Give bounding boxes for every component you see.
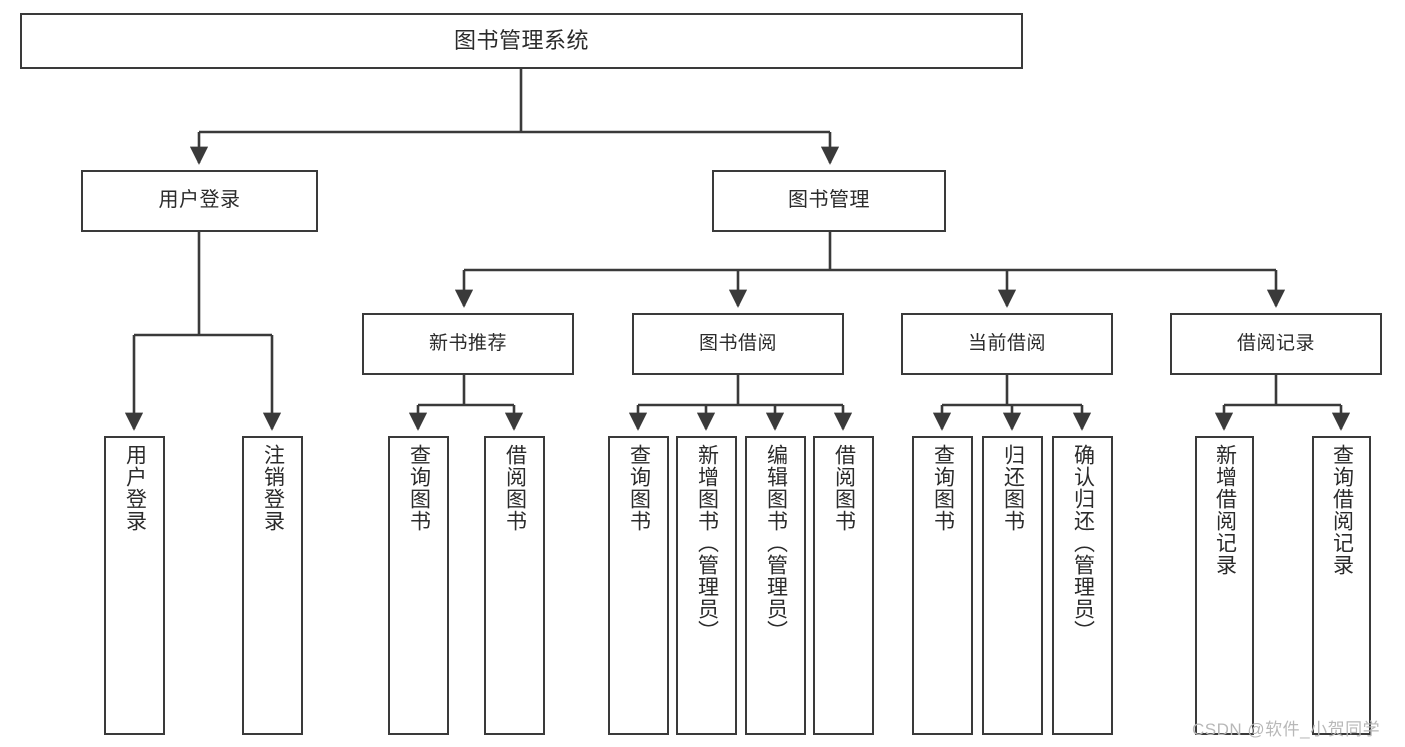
node-book-manage[interactable]: 图书管理 [712,170,946,232]
node-leaf-confirm-return[interactable]: 确认归还（管理员） [1052,436,1113,735]
node-leaf-add-record-label: 新增借阅记录 [1213,444,1237,576]
node-leaf-logout-login-label: 注销登录 [261,444,285,532]
node-leaf-query-book-2-label: 查询图书 [627,444,651,532]
node-leaf-logout-login[interactable]: 注销登录 [242,436,303,735]
node-leaf-borrow-book-1[interactable]: 借阅图书 [484,436,545,735]
node-leaf-add-book[interactable]: 新增图书（管理员） [676,436,737,735]
node-root[interactable]: 图书管理系统 [20,13,1023,69]
node-root-label: 图书管理系统 [453,28,589,54]
node-leaf-borrow-book-2[interactable]: 借阅图书 [813,436,874,735]
node-user-login[interactable]: 用户登录 [81,170,318,232]
node-new-book-recommend[interactable]: 新书推荐 [362,313,574,375]
node-leaf-confirm-return-label: 确认归还（管理员） [1071,444,1095,642]
node-leaf-add-record[interactable]: 新增借阅记录 [1195,436,1254,735]
node-leaf-query-book-1[interactable]: 查询图书 [388,436,449,735]
node-current-borrow-label: 当前借阅 [967,332,1046,354]
node-book-manage-label: 图书管理 [788,189,870,212]
csdn-watermark: CSDN @软件_小贺同学 [1192,720,1381,739]
node-leaf-query-book-2[interactable]: 查询图书 [608,436,669,735]
node-leaf-edit-book-label: 编辑图书（管理员） [764,444,788,642]
node-book-borrow[interactable]: 图书借阅 [632,313,844,375]
node-user-login-label: 用户登录 [158,189,241,212]
node-leaf-borrow-book-2-label: 借阅图书 [832,444,856,532]
node-leaf-query-book-3-label: 查询图书 [931,444,955,532]
node-leaf-borrow-book-1-label: 借阅图书 [503,444,527,532]
node-leaf-add-book-label: 新增图书（管理员） [695,444,719,642]
node-leaf-return-book[interactable]: 归还图书 [982,436,1043,735]
node-leaf-query-book-1-label: 查询图书 [407,444,431,532]
node-leaf-query-record-label: 查询借阅记录 [1330,444,1354,576]
node-borrow-record-label: 借阅记录 [1236,332,1315,354]
node-current-borrow[interactable]: 当前借阅 [901,313,1113,375]
node-new-book-recommend-label: 新书推荐 [428,332,507,354]
node-leaf-user-login[interactable]: 用户登录 [104,436,165,735]
node-leaf-edit-book[interactable]: 编辑图书（管理员） [745,436,806,735]
node-leaf-query-record[interactable]: 查询借阅记录 [1312,436,1371,735]
node-borrow-record[interactable]: 借阅记录 [1170,313,1382,375]
node-leaf-query-book-3[interactable]: 查询图书 [912,436,973,735]
node-book-borrow-label: 图书借阅 [698,332,777,354]
node-leaf-return-book-label: 归还图书 [1001,444,1025,532]
node-leaf-user-login-label: 用户登录 [123,444,147,532]
